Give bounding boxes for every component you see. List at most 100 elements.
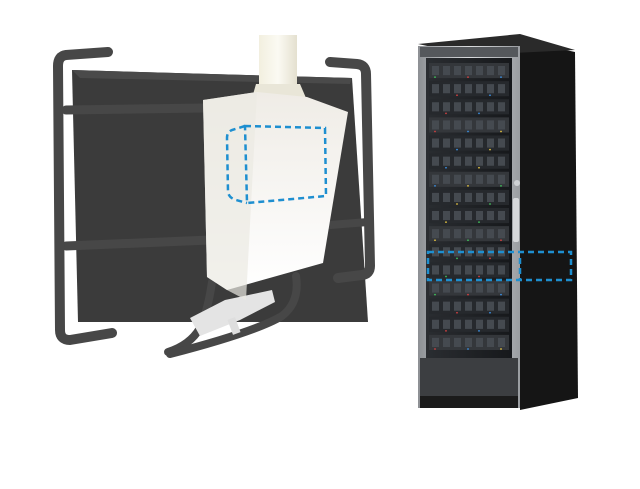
rack-port: [487, 84, 494, 94]
rack-port: [476, 66, 483, 76]
status-led: [467, 239, 469, 242]
status-led: [500, 184, 502, 187]
rack-port: [498, 156, 505, 166]
door-handle: [513, 198, 519, 242]
status-led: [467, 293, 469, 296]
rack-port: [476, 120, 483, 130]
status-led: [434, 239, 436, 242]
rack-port: [487, 283, 494, 293]
status-led: [445, 329, 447, 332]
rail-top: [61, 103, 210, 115]
rack-side: [520, 40, 578, 410]
rack-port: [443, 265, 450, 275]
rack-port: [465, 156, 472, 166]
status-led: [478, 275, 480, 278]
status-led: [434, 348, 436, 350]
server-rack: [418, 34, 578, 410]
rack-port: [498, 319, 505, 329]
rack-port: [432, 229, 439, 239]
rack-port: [498, 138, 505, 148]
rack-port: [476, 301, 483, 311]
status-led: [445, 112, 447, 115]
status-led: [456, 311, 458, 314]
rack-port: [465, 265, 472, 275]
rack-port: [487, 138, 494, 148]
status-led: [467, 184, 469, 187]
status-led: [445, 275, 447, 278]
rack-port: [487, 156, 494, 166]
status-led: [456, 94, 458, 97]
rack-port: [487, 229, 494, 239]
rack-port: [443, 337, 450, 347]
rack-port: [465, 319, 472, 329]
rack-port: [487, 174, 494, 184]
door-lock: [514, 180, 520, 186]
rack-port: [498, 84, 505, 94]
rack-port: [454, 229, 461, 239]
rack-port: [443, 120, 450, 130]
rack-port: [454, 66, 461, 76]
rack-port: [432, 138, 439, 148]
rack-port: [454, 337, 461, 347]
status-led: [434, 293, 436, 296]
status-led: [489, 257, 491, 260]
status-led: [456, 148, 458, 151]
rack-port: [498, 301, 505, 311]
status-led: [434, 130, 436, 133]
rack-port: [454, 319, 461, 329]
rail-bottom: [61, 235, 215, 251]
rack-port: [465, 283, 472, 293]
rack-port: [443, 66, 450, 76]
status-led: [445, 166, 447, 169]
rack-port: [443, 138, 450, 148]
rack-port: [432, 211, 439, 221]
rack-port: [465, 192, 472, 202]
rack-port: [487, 337, 494, 347]
rack-port: [432, 265, 439, 275]
rack-port: [465, 229, 472, 239]
ceiling-pipe: [259, 35, 297, 87]
status-led: [456, 257, 458, 260]
status-led: [489, 203, 491, 205]
rack-port: [476, 337, 483, 347]
status-led: [434, 184, 436, 187]
status-led: [489, 148, 491, 151]
rack-port: [432, 102, 439, 112]
rack-port: [487, 192, 494, 202]
wall-mount-assembly: [53, 35, 375, 358]
rack-port: [476, 192, 483, 202]
status-led: [467, 76, 469, 79]
rack-port: [476, 174, 483, 184]
rack-port: [443, 156, 450, 166]
status-led: [434, 76, 436, 79]
status-led: [500, 348, 502, 350]
rack-port: [476, 283, 483, 293]
rack-port: [443, 283, 450, 293]
rack-port: [443, 174, 450, 184]
cable-right: [166, 272, 301, 358]
right-bracket: [325, 57, 375, 283]
rack-port: [465, 138, 472, 148]
rack-port: [443, 301, 450, 311]
status-led: [478, 112, 480, 115]
rack-port: [498, 192, 505, 202]
rack-port: [476, 229, 483, 239]
rack-port: [443, 229, 450, 239]
rack-port: [487, 120, 494, 130]
mount-plate: [190, 290, 275, 336]
rack-port: [443, 84, 450, 94]
rack-port: [487, 319, 494, 329]
rack-port: [432, 192, 439, 202]
rack-port: [454, 120, 461, 130]
rack-port: [454, 192, 461, 202]
status-led: [445, 221, 447, 224]
rack-port: [443, 319, 450, 329]
rack-port: [432, 301, 439, 311]
rack-port: [487, 301, 494, 311]
rack-port: [432, 247, 439, 257]
rack-port: [498, 337, 505, 347]
status-led: [489, 311, 491, 314]
rack-port: [465, 211, 472, 221]
status-led: [478, 221, 480, 224]
rack-port: [476, 265, 483, 275]
